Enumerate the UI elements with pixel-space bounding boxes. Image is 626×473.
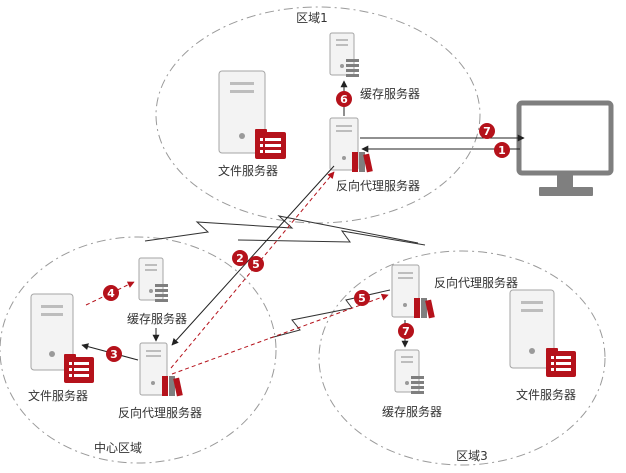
step-badge-5-r3: 5 — [354, 290, 370, 306]
book-icon — [162, 376, 183, 397]
center-proxy-server — [139, 342, 183, 397]
region3-proxy-label: 反向代理服务器 — [434, 275, 518, 290]
disk-stack-icon — [155, 284, 168, 302]
center-file-server — [30, 293, 94, 383]
client-monitor-icon — [516, 100, 614, 196]
step-badge-3: 3 — [106, 346, 122, 362]
step-badge-5-center: 5 — [248, 256, 264, 272]
server-tower-icon — [509, 289, 555, 369]
step-1-number: 1 — [498, 144, 506, 157]
step-7-number: 7 — [402, 325, 410, 338]
center-region-boundary — [0, 236, 277, 464]
region3-file-label: 文件服务器 — [516, 387, 576, 402]
region1-proxy-server — [329, 117, 373, 173]
server-tower-icon — [329, 32, 355, 76]
server-tower-icon — [30, 293, 74, 371]
step-7-number: 7 — [483, 125, 491, 138]
step-5-number: 5 — [252, 258, 260, 271]
step-3-number: 3 — [110, 348, 118, 361]
region-1-boundary — [155, 6, 481, 224]
region1-file-server — [218, 70, 286, 159]
step-6-number: 6 — [340, 93, 348, 106]
book-icon — [414, 298, 435, 319]
server-tower-icon — [394, 349, 420, 393]
region3-cache-server — [394, 349, 424, 394]
step-badge-2: 2 — [232, 250, 248, 266]
region1-file-label: 文件服务器 — [218, 163, 278, 178]
server-tower-icon — [329, 117, 359, 171]
arrow-r1-proxy-to-center-proxy — [171, 165, 335, 346]
region-3-label: 区域3 — [456, 449, 488, 463]
arrow-center-proxy-to-r3-proxy — [171, 293, 389, 375]
server-tower-icon — [391, 264, 420, 318]
network-link-bolt-lower — [237, 230, 426, 246]
step-4-number: 4 — [107, 287, 115, 300]
center-proxy-label: 反向代理服务器 — [118, 405, 202, 420]
region-3-boundary — [318, 250, 606, 466]
step-badge-7-top: 7 — [479, 123, 495, 139]
step-badge-1: 1 — [494, 142, 510, 158]
region3-cache-label: 缓存服务器 — [382, 404, 442, 419]
file-list-icon — [546, 348, 576, 377]
region-1-label: 区域1 — [296, 11, 328, 25]
region1-proxy-label: 反向代理服务器 — [336, 178, 420, 193]
network-link-bolt-left — [144, 215, 419, 244]
center-file-label: 文件服务器 — [28, 388, 88, 403]
center-cache-server — [138, 257, 168, 302]
step-5-number: 5 — [358, 292, 366, 305]
file-list-icon — [255, 129, 286, 159]
book-icon — [352, 152, 373, 173]
disk-stack-icon — [346, 59, 359, 77]
region3-file-server — [509, 289, 576, 377]
step-badge-6: 6 — [336, 91, 352, 107]
step-badge-4: 4 — [103, 285, 119, 301]
server-tower-icon — [139, 342, 168, 396]
file-list-icon — [64, 354, 94, 383]
server-tower-icon — [138, 257, 164, 301]
network-link-bolt-right — [269, 289, 391, 339]
arrow-center-file-to-cache — [85, 281, 135, 306]
region1-cache-server — [329, 32, 359, 77]
disk-stack-icon — [411, 376, 424, 394]
region3-proxy-server — [391, 264, 435, 319]
center-cache-label: 缓存服务器 — [127, 311, 187, 326]
region1-cache-label: 缓存服务器 — [360, 86, 420, 101]
server-tower-icon — [218, 70, 266, 154]
step-2-number: 2 — [236, 252, 244, 265]
center-region-label: 中心区域 — [94, 440, 142, 455]
step-badge-7-r3: 7 — [398, 323, 414, 339]
